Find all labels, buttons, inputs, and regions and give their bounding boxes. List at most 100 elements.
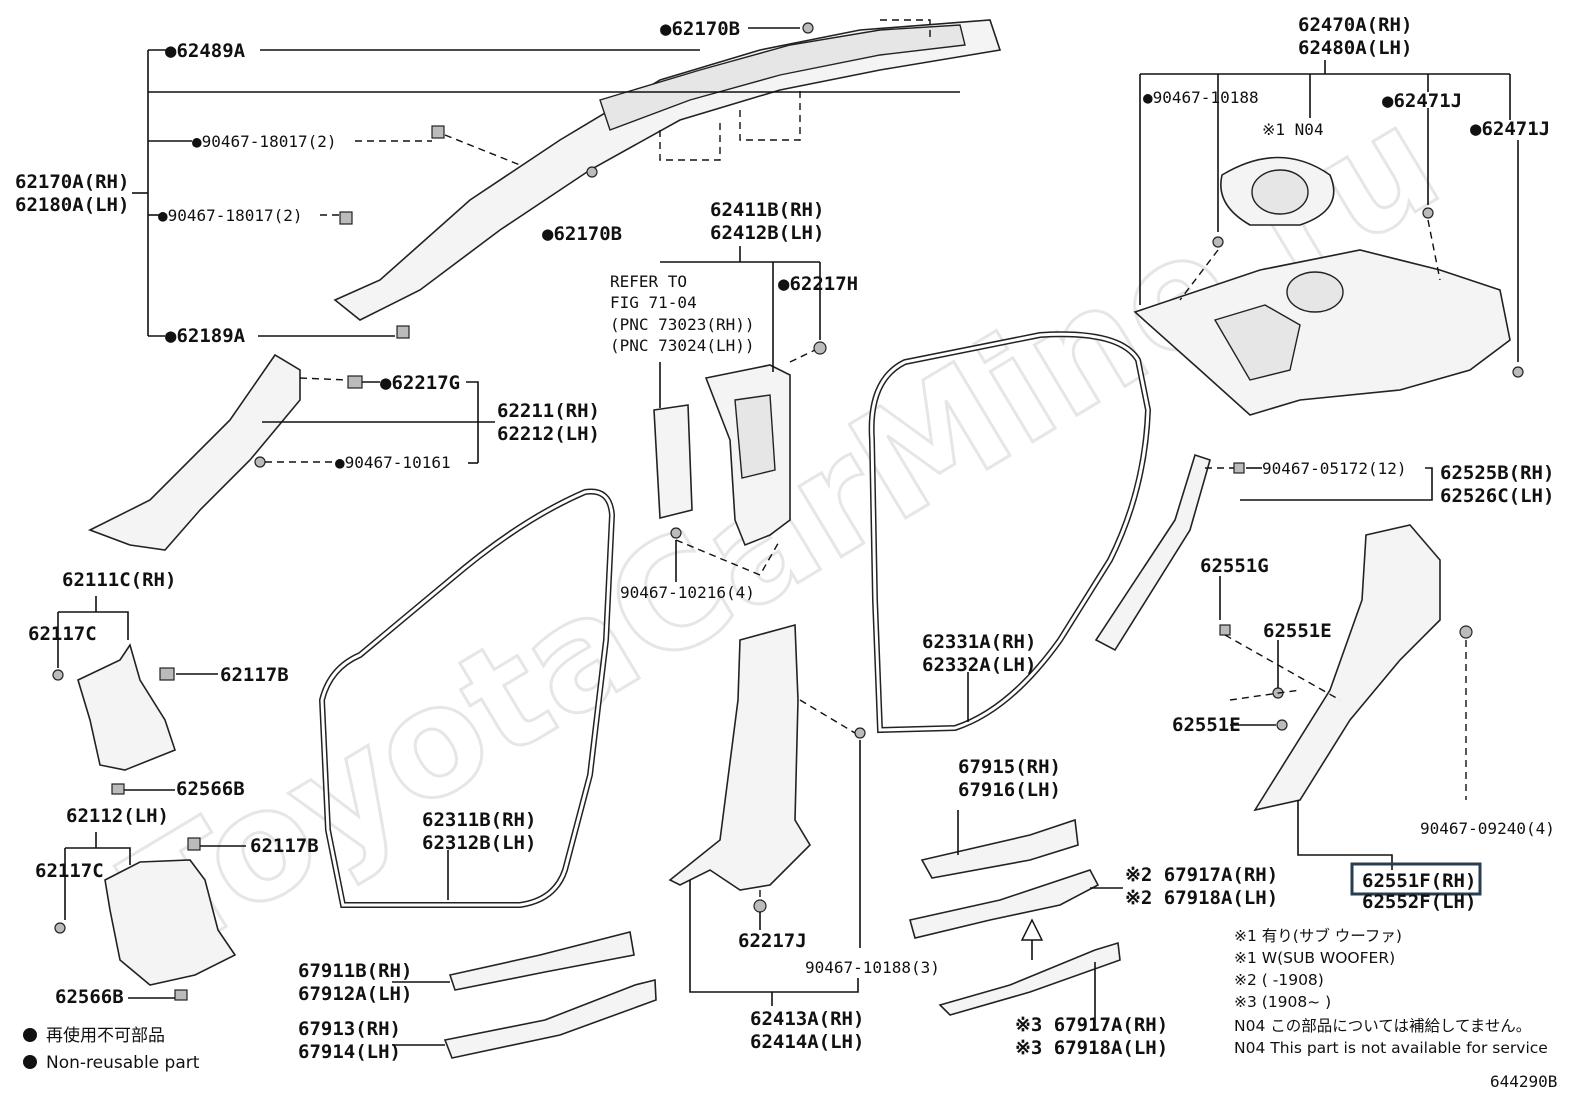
- front-door-opening-weatherstrip[interactable]: [318, 488, 616, 908]
- label-62332A: 62332A(LH): [922, 654, 1036, 676]
- label-62117B-a: 62117B: [220, 664, 289, 686]
- label-67913: 67913(RH): [298, 1018, 401, 1040]
- label-90467-10161: ●90467-10161: [335, 453, 451, 472]
- label-62413A: 62413A(RH): [750, 1008, 864, 1030]
- label-62566B-b: 62566B: [55, 986, 124, 1008]
- highlight-box-62551F[interactable]: [1350, 862, 1482, 896]
- note-line-6: N04 This part is not available for servi…: [1234, 1039, 1548, 1057]
- rear-door-scuff-plate[interactable]: [920, 818, 1079, 879]
- label-62117C-a: 62117C: [28, 623, 97, 645]
- clip-62117B-a-icon: [159, 667, 175, 681]
- clip-62117C-b-icon: [54, 922, 66, 934]
- label-90467-18017-b: ●90467-18017(2): [158, 206, 303, 225]
- label-62211: 62211(RH): [497, 400, 600, 422]
- non-reusable-dot-icon-2: [23, 1055, 37, 1069]
- front-pillar-garnish[interactable]: [88, 353, 301, 551]
- label-62414A: 62414A(LH): [750, 1031, 864, 1053]
- label-67911B: 67911B(RH): [298, 960, 412, 982]
- clip-62471J-b-icon: [1512, 366, 1524, 378]
- label-62217J: 62217J: [738, 930, 807, 952]
- subwoofer-cover-n04[interactable]: [1220, 156, 1335, 226]
- refer-line-3: (PNC 73023(RH)): [610, 315, 755, 334]
- legend-jp: 再使用不可部品: [46, 1025, 165, 1046]
- label-62412B: 62412B(LH): [710, 222, 824, 244]
- clip-90467-10188-top-icon: [1212, 236, 1224, 248]
- clip-62217H-icon: [813, 341, 827, 355]
- clip-62551E-b-icon: [1276, 719, 1288, 731]
- label-67915: 67915(RH): [958, 756, 1061, 778]
- label-90467-09240: 90467-09240(4): [1420, 819, 1555, 838]
- label-90467-05172: 90467-05172(12): [1262, 459, 1407, 478]
- cowl-side-trim-rh[interactable]: [77, 643, 176, 771]
- cowl-side-trim-lh[interactable]: [104, 859, 237, 986]
- refer-line-1: REFER TO: [610, 272, 687, 291]
- label-62189A: ●62189A: [165, 325, 246, 347]
- label-62111C: 62111C(RH): [62, 569, 176, 591]
- clip-90467-18017b-icon: [339, 211, 353, 225]
- clip-62117C-a-icon: [52, 669, 64, 681]
- clip-90467-18017-icon: [431, 125, 445, 139]
- fastener-62170B-mid-icon: [586, 166, 598, 178]
- roof-side-rail-assembly[interactable]: [333, 19, 1002, 321]
- center-pillar-upper-garnish[interactable]: [704, 364, 791, 547]
- label-67916: 67916(LH): [958, 779, 1061, 801]
- note-line-1: ※1 有り(サブ ウーファ): [1234, 926, 1402, 945]
- label-67917A-a: ※2 67917A(RH): [1125, 864, 1278, 886]
- note-line-3: ※2 ( -1908): [1234, 971, 1324, 989]
- label-90467-18017-a: ●90467-18017(2): [192, 132, 337, 151]
- label-62331A: 62331A(RH): [922, 631, 1036, 653]
- label-62170B-mid: ●62170B: [542, 223, 622, 245]
- label-62566B-a: 62566B: [176, 778, 245, 800]
- label-62471J-a: ●62471J: [1382, 90, 1462, 112]
- label-62217H: ●62217H: [778, 273, 858, 295]
- label-62180A: 62180A(LH): [15, 194, 129, 216]
- rear-step-cover-67917A[interactable]: [909, 869, 1100, 939]
- label-62551E-b: 62551E: [1172, 714, 1241, 736]
- label-67914: 67914(LH): [298, 1041, 401, 1063]
- package-tray-trim[interactable]: [1133, 249, 1511, 416]
- label-62489A: ●62489A: [165, 40, 246, 62]
- label-90467-10188-b: 90467-10188(3): [805, 958, 940, 977]
- clip-62117B-b-icon: [187, 837, 201, 851]
- clip-90467-05172-icon: [1233, 462, 1245, 474]
- label-62470A: 62470A(RH): [1298, 14, 1412, 36]
- clip-62217G-icon: [347, 375, 363, 389]
- label-n04: ※1 N04: [1262, 120, 1324, 139]
- non-reusable-dot-icon: [23, 1028, 37, 1042]
- notes-block: ※1 有り(サブ ウーファ) ※1 W(SUB WOOFER) ※2 ( -19…: [1234, 926, 1548, 1057]
- screw-90467-09240-icon: [1459, 625, 1473, 639]
- roof-side-inner-garnish[interactable]: [1094, 453, 1211, 652]
- front-step-cover-67913[interactable]: [443, 978, 657, 1059]
- label-62117B-b: 62117B: [250, 835, 319, 857]
- seatbelt-adjuster-ref: [653, 404, 693, 520]
- diagram-id: 644290B: [1490, 1072, 1557, 1091]
- label-67917A-b: ※3 67917A(RH): [1015, 1014, 1168, 1036]
- clip-62566B-b-icon: [174, 989, 188, 1001]
- fastener-62170B-top-icon: [802, 22, 814, 34]
- refer-line-4: (PNC 73024(LH)): [610, 336, 755, 355]
- direction-arrow-icon: [1020, 918, 1044, 941]
- label-62552F: 62552F(LH): [1362, 891, 1476, 913]
- clip-62566B-a-icon: [111, 783, 125, 795]
- label-62312B: 62312B(LH): [422, 832, 536, 854]
- clip-62551G-icon: [1219, 624, 1231, 636]
- label-67918A-b: ※3 67918A(LH): [1015, 1037, 1168, 1059]
- label-62411B: 62411B(RH): [710, 199, 824, 221]
- label-90467-10216: 90467-10216(4): [620, 583, 755, 602]
- rear-step-cover-67917A-new[interactable]: [938, 941, 1121, 1016]
- note-line-4: ※3 (1908~ ): [1234, 993, 1331, 1011]
- label-62551F[interactable]: 62551F(RH): [1362, 870, 1476, 892]
- legend-en: Non-reusable part: [46, 1053, 200, 1073]
- front-door-scuff-plate[interactable]: [448, 931, 635, 991]
- label-67918A-a: ※2 67918A(LH): [1125, 887, 1278, 909]
- label-90467-10188-a: ●90467-10188: [1143, 88, 1259, 107]
- clip-62217J-icon: [753, 899, 767, 913]
- label-62471J-b: ●62471J: [1470, 118, 1550, 140]
- rear-door-opening-weatherstrip[interactable]: [868, 331, 1152, 734]
- refer-line-2: FIG 71-04: [610, 293, 697, 312]
- quarter-pillar-garnish[interactable]: [1253, 524, 1441, 812]
- screw-90467-10216-icon: [670, 527, 682, 539]
- center-pillar-lower-garnish[interactable]: [668, 623, 812, 891]
- label-62170B-top: ●62170B: [660, 18, 740, 40]
